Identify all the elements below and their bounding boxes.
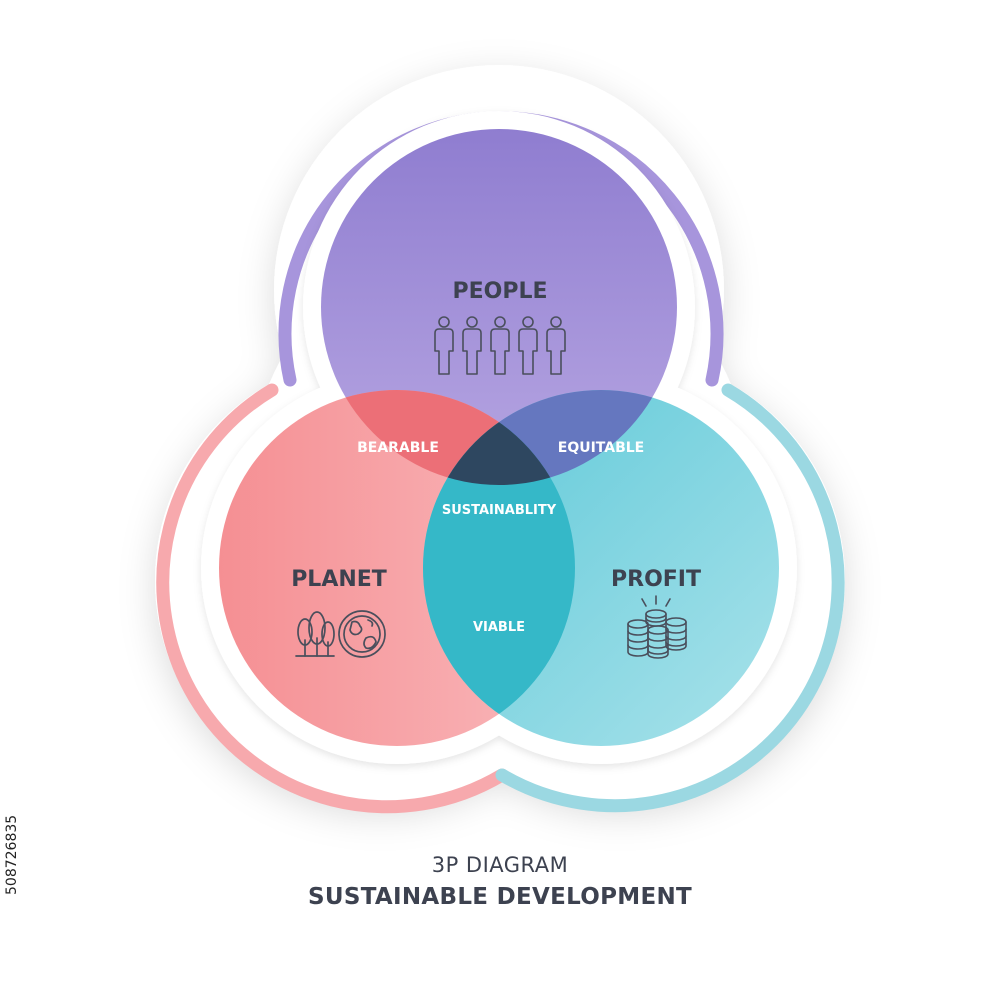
viable-label: VIABLE [473,620,525,635]
planet-rim [156,383,509,814]
bearable-label: BEARABLE [357,440,439,456]
planet-label: PLANET [291,567,387,592]
profit-rim [495,383,845,813]
people-group-icon [434,316,566,375]
trees-and-globe-icon [295,610,386,658]
stock-image-id: 508726835 [4,814,20,896]
overlap-center [423,390,575,485]
sustainability-label: SUSTAINABLITY [442,503,557,518]
trees-icon [295,611,335,657]
people-label: PEOPLE [452,279,547,304]
profit-label: PROFIT [611,567,701,592]
coin-stacks-icon [627,595,687,659]
diagram-title: SUSTAINABLE DEVELOPMENT [307,884,693,910]
diagram-subtitle: 3P DIAGRAM [431,853,569,877]
equitable-label: EQUITABLE [558,440,645,456]
sparkle-lines [641,595,671,607]
globe-icon [338,610,386,658]
